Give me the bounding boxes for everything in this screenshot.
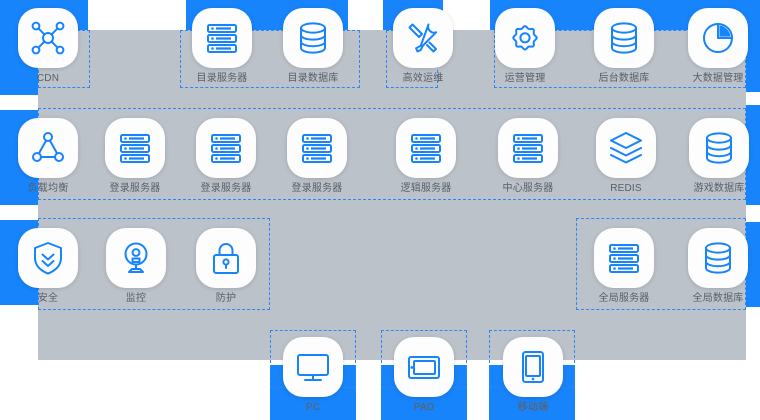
node-load-balance[interactable]: 负载均衡: [16, 118, 80, 195]
node-mobile[interactable]: 移动端: [501, 337, 565, 414]
tools-wrench-icon: [393, 8, 453, 68]
database-icon: [283, 8, 343, 68]
node-label-dir-server: 目录服务器: [196, 73, 248, 84]
node-center-server[interactable]: 中心服务器: [496, 118, 560, 195]
node-label-mobile: 移动端: [517, 402, 549, 413]
node-label-monitor: 监控: [125, 293, 147, 304]
node-security[interactable]: 安全: [16, 228, 80, 305]
node-label-pc: PC: [305, 402, 321, 413]
node-monitor[interactable]: 监控: [104, 228, 168, 305]
shield-icon: [18, 228, 78, 288]
desktop-monitor-icon: [283, 337, 343, 397]
node-label-login-server-3: 登录服务器: [291, 183, 343, 194]
pie-chart-icon: [688, 8, 748, 68]
server-rack-icon: [287, 118, 347, 178]
gear-icon: [495, 8, 555, 68]
node-dir-server[interactable]: 目录服务器: [190, 8, 254, 85]
server-rack-icon: [105, 118, 165, 178]
layers-stack-icon: [596, 118, 656, 178]
node-label-protection: 防护: [215, 293, 237, 304]
node-logic-server[interactable]: 逻辑服务器: [394, 118, 458, 195]
node-label-game-db: 游戏数据库: [693, 183, 745, 194]
node-global-db[interactable]: 全局数据库: [686, 228, 750, 305]
node-label-global-server: 全局服务器: [598, 293, 650, 304]
node-pc[interactable]: PC: [281, 337, 345, 414]
node-label-logic-server: 逻辑服务器: [400, 183, 452, 194]
node-label-dir-db: 目录数据库: [287, 73, 339, 84]
smartphone-icon: [503, 337, 563, 397]
cdn-network-icon: [18, 8, 78, 68]
tablet-icon: [394, 337, 454, 397]
node-login-server-2[interactable]: 登录服务器: [194, 118, 258, 195]
node-label-cdn: CDN: [36, 73, 60, 84]
node-dir-db[interactable]: 目录数据库: [281, 8, 345, 85]
node-label-global-db: 全局数据库: [692, 293, 744, 304]
node-label-backend-db: 后台数据库: [598, 73, 650, 84]
server-rack-icon: [498, 118, 558, 178]
node-redis[interactable]: REDIS: [594, 118, 658, 195]
node-protection[interactable]: 防护: [194, 228, 258, 305]
node-login-server-1[interactable]: 登录服务器: [103, 118, 167, 195]
node-game-db[interactable]: 游戏数据库: [687, 118, 751, 195]
node-bigdata-mgmt[interactable]: 大数据管理: [686, 8, 750, 85]
database-icon: [594, 8, 654, 68]
node-label-load-balance: 负载均衡: [27, 183, 69, 194]
node-label-center-server: 中心服务器: [502, 183, 554, 194]
server-rack-icon: [192, 8, 252, 68]
node-label-ops: 高效运维: [402, 73, 444, 84]
node-label-redis: REDIS: [610, 183, 642, 194]
database-icon: [688, 228, 748, 288]
node-op-mgmt[interactable]: 运营管理: [493, 8, 557, 85]
database-icon: [689, 118, 749, 178]
node-label-pad: PAD: [413, 402, 435, 413]
main-gray-panel: [38, 30, 746, 360]
node-ops[interactable]: 高效运维: [391, 8, 455, 85]
grp-dir: [180, 30, 360, 88]
node-label-bigdata-mgmt: 大数据管理: [692, 73, 744, 84]
node-label-op-mgmt: 运营管理: [504, 73, 546, 84]
node-label-login-server-2: 登录服务器: [200, 183, 252, 194]
server-rack-icon: [196, 118, 256, 178]
node-backend-db[interactable]: 后台数据库: [592, 8, 656, 85]
node-login-server-3[interactable]: 登录服务器: [285, 118, 349, 195]
server-rack-icon: [594, 228, 654, 288]
node-cdn[interactable]: CDN: [16, 8, 80, 85]
lock-icon: [196, 228, 256, 288]
node-global-server[interactable]: 全局服务器: [592, 228, 656, 305]
camera-monitor-icon: [106, 228, 166, 288]
node-pad[interactable]: PAD: [392, 337, 456, 414]
node-label-login-server-1: 登录服务器: [109, 183, 161, 194]
node-label-security: 安全: [37, 293, 59, 304]
server-rack-icon: [396, 118, 456, 178]
load-balancer-icon: [18, 118, 78, 178]
